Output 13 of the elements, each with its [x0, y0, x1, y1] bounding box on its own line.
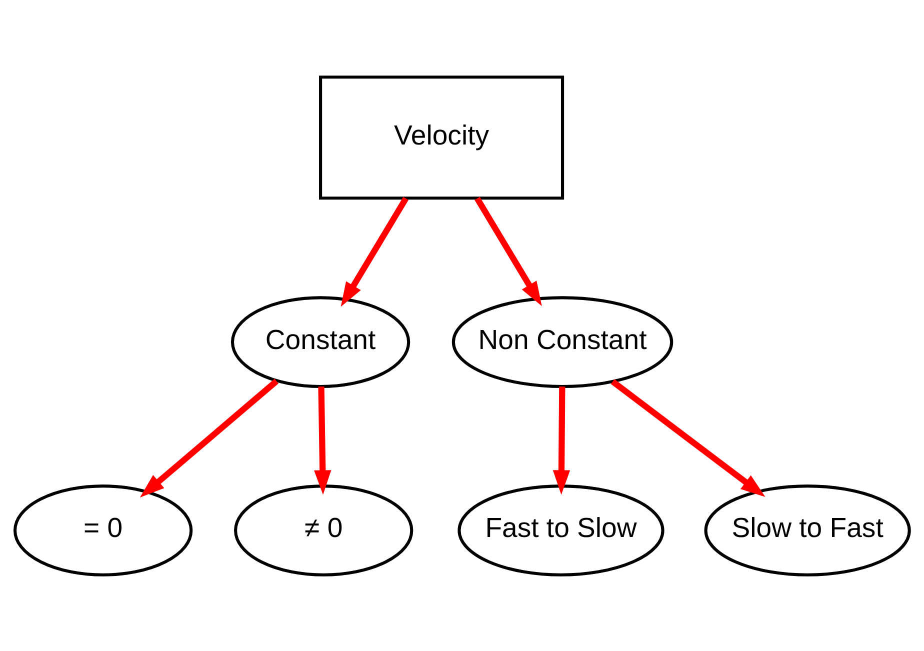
arrow — [340, 196, 408, 306]
node-ellipse: Slow to Fast — [704, 484, 911, 576]
node-ellipse: Non Constant — [452, 296, 674, 388]
arrow — [552, 386, 570, 494]
arrow — [610, 378, 766, 496]
arrow — [474, 196, 542, 306]
node-ellipse: = 0 — [13, 484, 193, 576]
arrow — [140, 378, 278, 497]
arrow — [314, 386, 332, 494]
node-ellipse: Constant — [230, 296, 410, 388]
node-ellipse: Fast to Slow — [458, 484, 664, 576]
node-ellipse: ≠ 0 — [234, 484, 414, 576]
node-box: Velocity — [319, 75, 564, 200]
